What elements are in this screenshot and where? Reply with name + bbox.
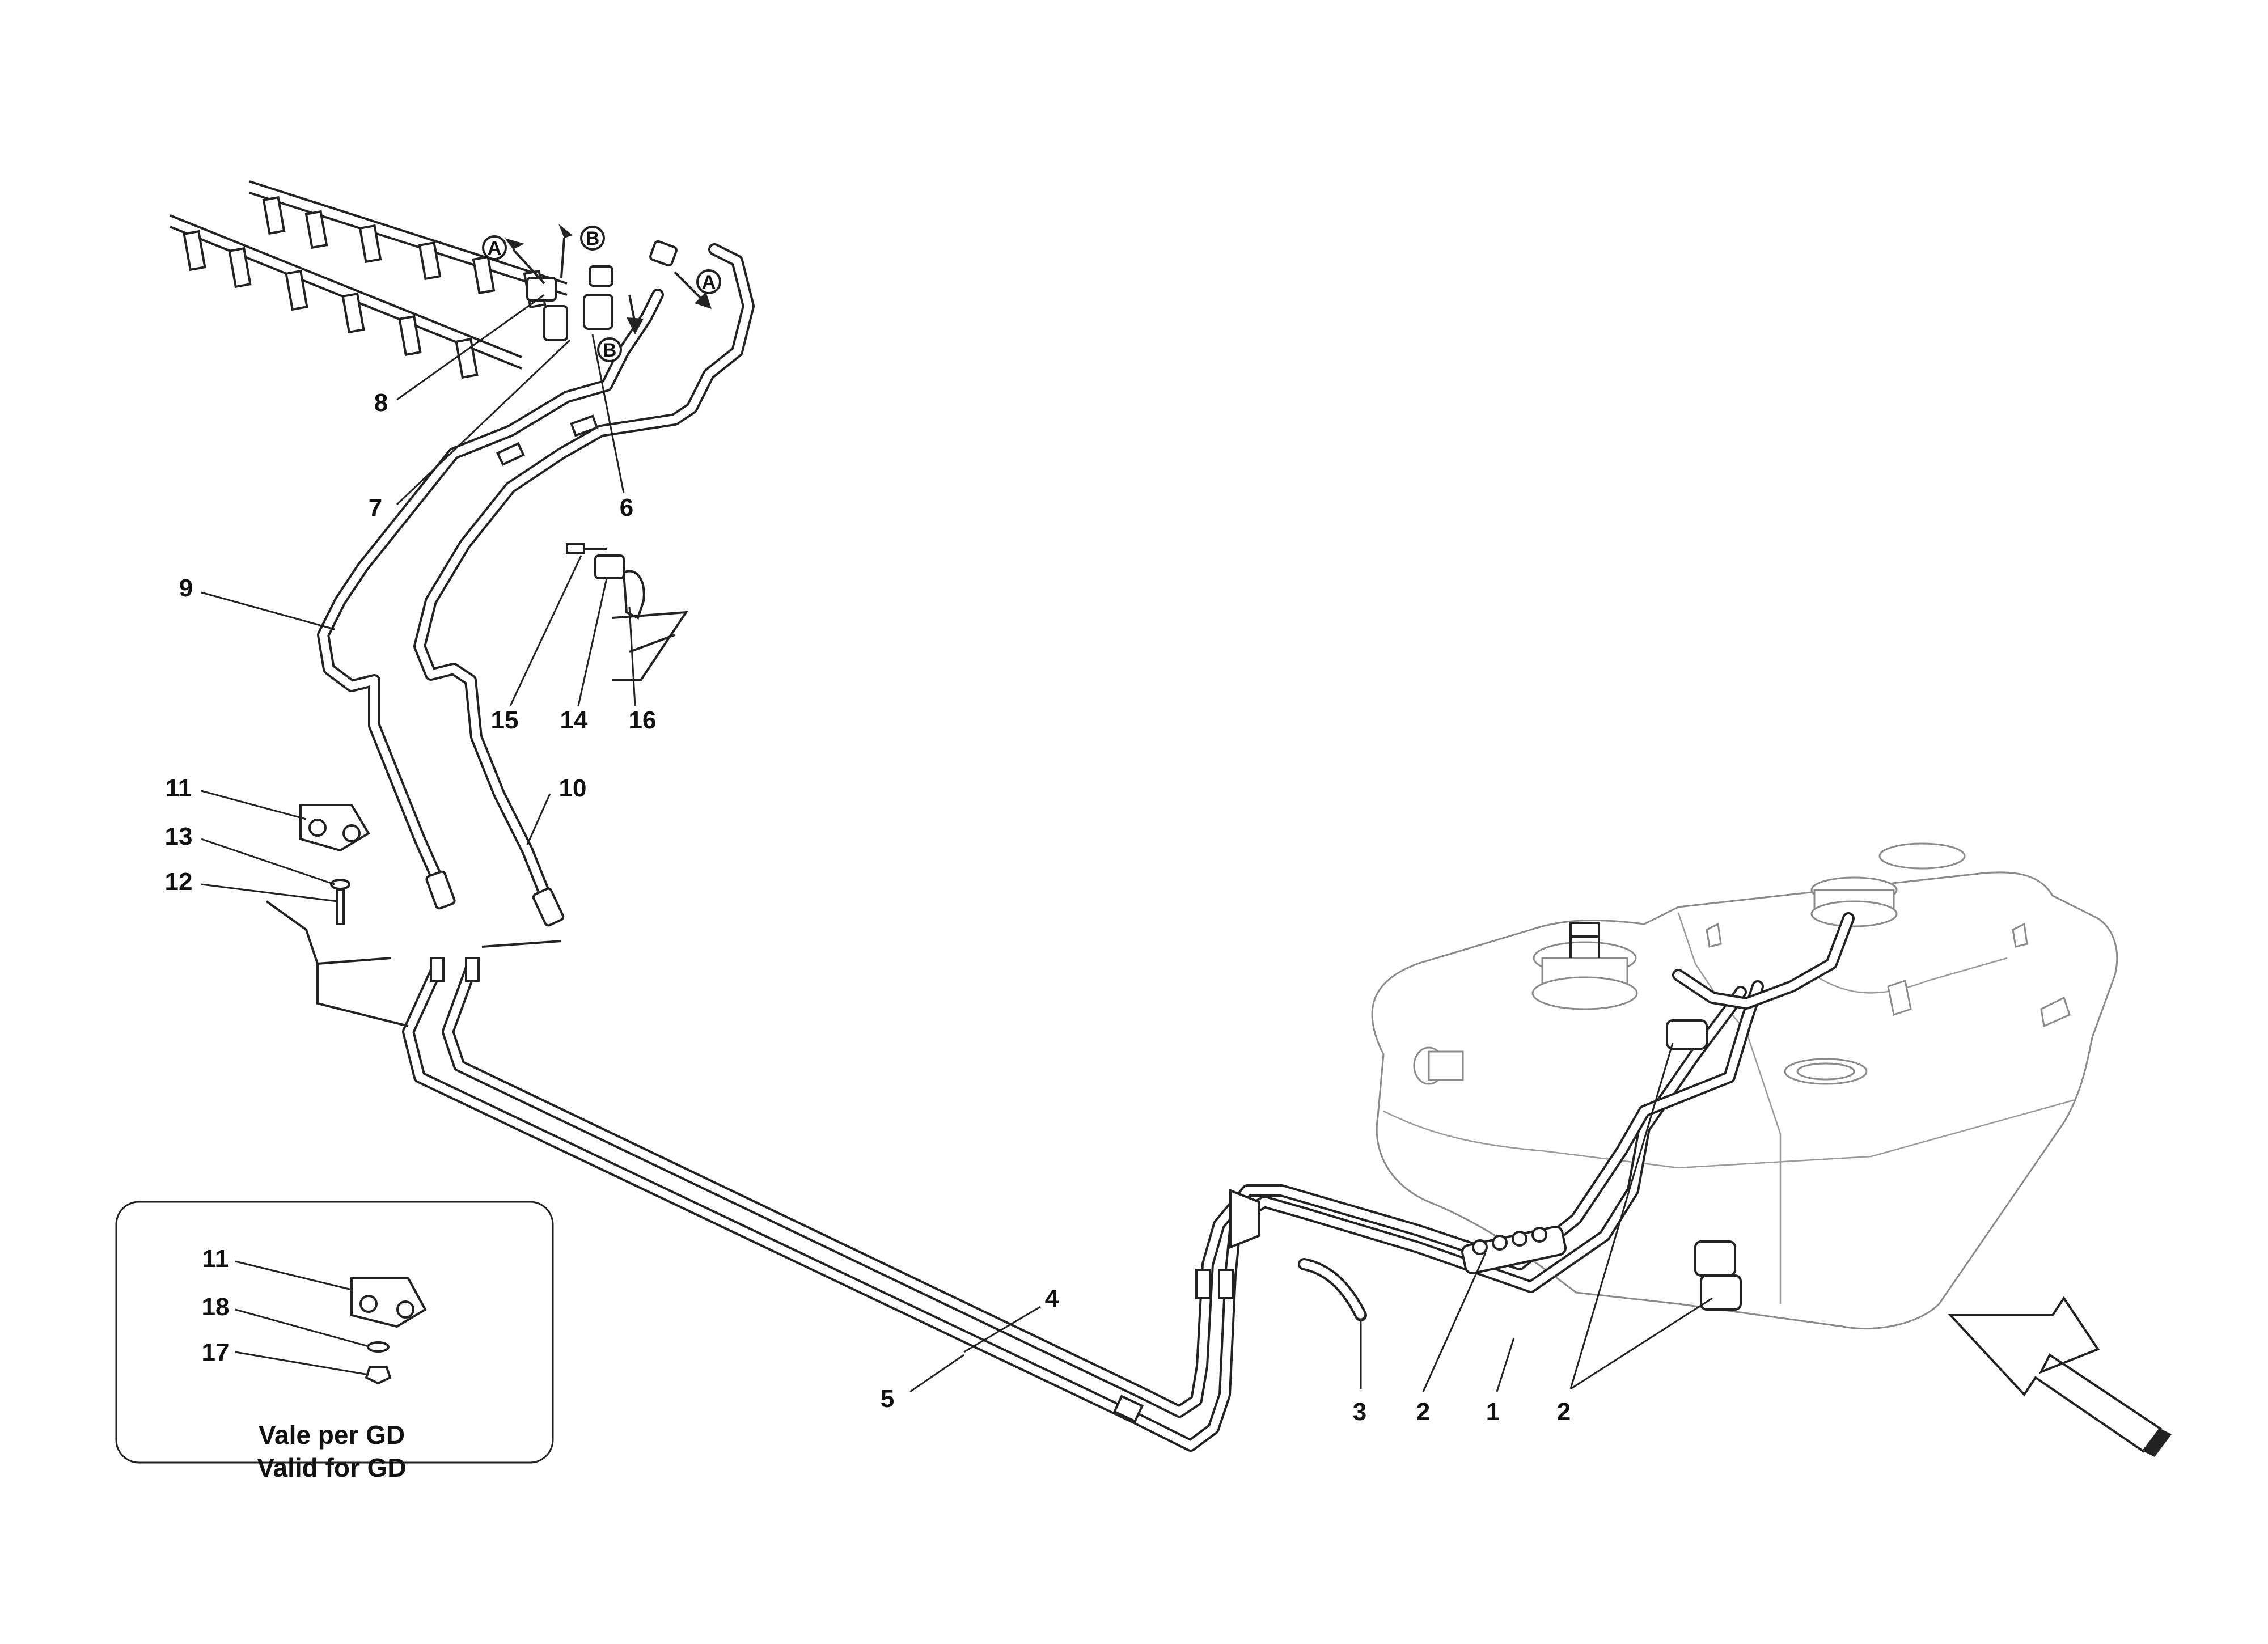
- callout-6: 6: [620, 494, 633, 522]
- bracket-assembly: [566, 543, 688, 681]
- callout-15: 15: [491, 706, 519, 734]
- fuel-rails: [170, 180, 613, 379]
- hose-3: [1298, 1258, 1367, 1321]
- inset-gd: Vale per GD Valid for GD: [115, 1201, 554, 1482]
- callout-11-inset: 11: [202, 1245, 229, 1273]
- view-direction-arrow: [1948, 1296, 2172, 1457]
- pipe-clips: [1461, 1019, 1742, 1311]
- callout-13: 13: [165, 823, 193, 850]
- callout-1: 1: [1486, 1398, 1500, 1426]
- injectors-lower: [183, 230, 479, 379]
- callout-4: 4: [1045, 1285, 1059, 1312]
- callout-11: 11: [166, 774, 192, 802]
- inset-note-english: Valid for GD: [257, 1453, 406, 1482]
- marker-letter: A: [488, 238, 502, 259]
- callout-10: 10: [559, 774, 587, 802]
- inset-note-italian: Vale per GD: [259, 1420, 405, 1450]
- callout-2: 2: [1416, 1398, 1430, 1426]
- callout-14: 14: [560, 706, 588, 734]
- callout-8: 8: [374, 389, 388, 417]
- callout-7: 7: [369, 494, 382, 522]
- callout-9: 9: [179, 574, 193, 602]
- marker-letter: B: [603, 340, 617, 361]
- engine-fuel-lines: [317, 240, 755, 927]
- callout-12: 12: [165, 868, 193, 896]
- callout-3: 3: [1353, 1398, 1366, 1426]
- callout-2: 2: [1557, 1398, 1571, 1426]
- marker-B-1: B: [580, 226, 605, 251]
- clamp-assembly: [265, 804, 562, 1027]
- marker-letter: B: [586, 228, 600, 249]
- leader-lines: [201, 294, 1713, 1393]
- marker-letter: A: [702, 272, 716, 293]
- callout-16: 16: [629, 706, 657, 734]
- fuel-pipes-main: [402, 912, 1855, 1452]
- connection-arrows: [505, 224, 712, 334]
- callouts: 8 7 6 9 15 14 16 11 13 12 10 4 5 3 2 1 2…: [165, 389, 1571, 1426]
- marker-A-1: A: [482, 235, 507, 260]
- callout-18: 18: [202, 1293, 230, 1321]
- callout-5: 5: [881, 1385, 894, 1413]
- marker-B-2: B: [597, 337, 622, 362]
- callout-17: 17: [202, 1338, 230, 1366]
- marker-A-2: A: [696, 269, 721, 294]
- fuel-tank: [1371, 842, 2118, 1330]
